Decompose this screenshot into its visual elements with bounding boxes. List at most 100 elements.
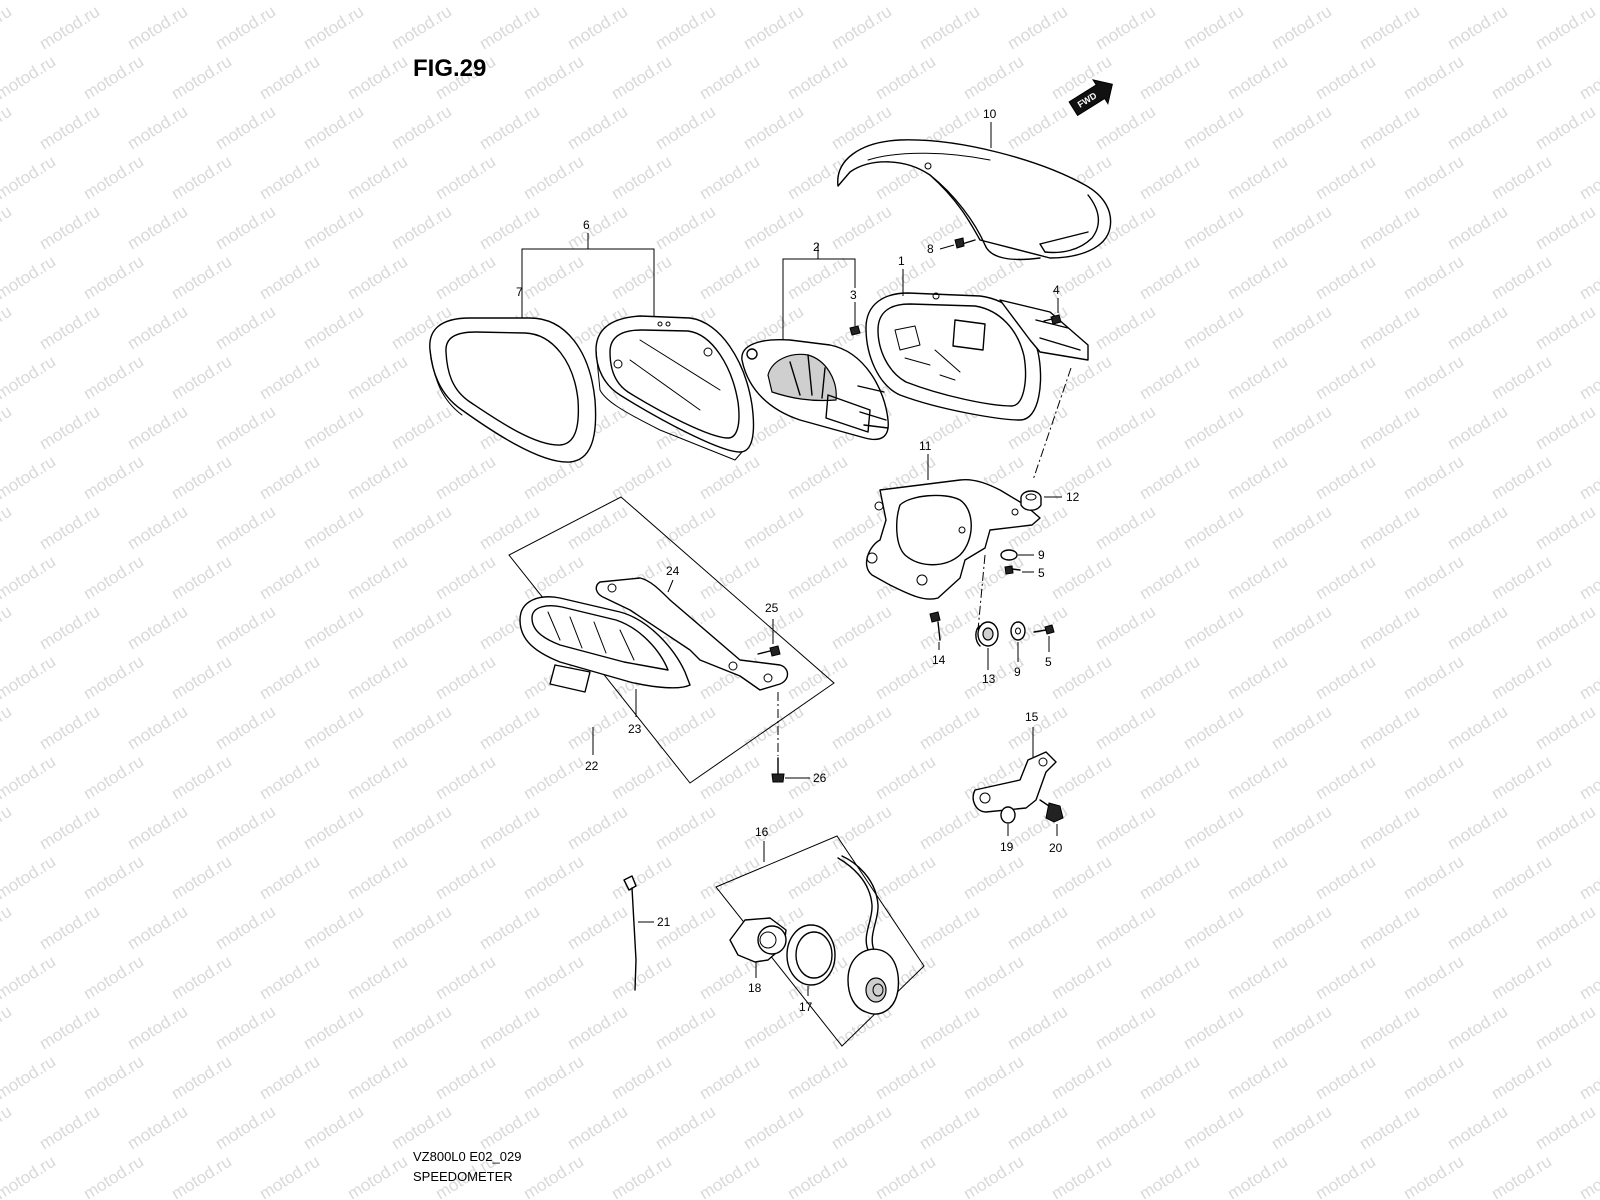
watermark-text: motod.ru bbox=[1400, 552, 1467, 604]
watermark-text: motod.ru bbox=[0, 1152, 59, 1200]
watermark-text: motod.ru bbox=[1400, 1152, 1467, 1200]
watermark-text: motod.ru bbox=[564, 1102, 631, 1154]
watermark-text: motod.ru bbox=[1312, 752, 1379, 804]
watermark-text: motod.ru bbox=[432, 652, 499, 704]
watermark-text: motod.ru bbox=[0, 2, 15, 54]
watermark-text: motod.ru bbox=[740, 502, 807, 554]
watermark-text: motod.ru bbox=[1400, 752, 1467, 804]
watermark-text: motod.ru bbox=[168, 552, 235, 604]
watermark-text: motod.ru bbox=[256, 752, 323, 804]
watermark-text: motod.ru bbox=[1444, 702, 1511, 754]
watermark-text: motod.ru bbox=[1048, 452, 1115, 504]
watermark-text: motod.ru bbox=[36, 902, 103, 954]
watermark-text: motod.ru bbox=[1488, 1052, 1555, 1104]
watermark-text: motod.ru bbox=[916, 802, 983, 854]
watermark-text: motod.ru bbox=[168, 52, 235, 104]
watermark-text: motod.ru bbox=[1268, 102, 1335, 154]
watermark-text: motod.ru bbox=[1180, 602, 1247, 654]
watermark-text: motod.ru bbox=[740, 802, 807, 854]
watermark-text: motod.ru bbox=[344, 652, 411, 704]
watermark-text: motod.ru bbox=[124, 202, 191, 254]
watermark-text: motod.ru bbox=[80, 352, 147, 404]
watermark-text: motod.ru bbox=[256, 652, 323, 704]
watermark-text: motod.ru bbox=[564, 102, 631, 154]
watermark-text: motod.ru bbox=[1136, 252, 1203, 304]
watermark-text: motod.ru bbox=[1136, 752, 1203, 804]
watermark-text: motod.ru bbox=[300, 802, 367, 854]
watermark-text: motod.ru bbox=[0, 702, 15, 754]
part-1-meter-housing bbox=[865, 292, 1089, 421]
callout-6: 6 bbox=[583, 218, 590, 232]
watermark-text: motod.ru bbox=[1180, 102, 1247, 154]
watermark-text: motod.ru bbox=[476, 502, 543, 554]
watermark-text: motod.ru bbox=[1004, 902, 1071, 954]
callout-4: 4 bbox=[1053, 283, 1060, 297]
part-16-speed-sensor bbox=[837, 855, 900, 1015]
fwd-arrow-icon: FWD bbox=[1068, 79, 1113, 117]
callout-17: 17 bbox=[799, 1000, 813, 1014]
watermark-text: motod.ru bbox=[1488, 452, 1555, 504]
watermark-text: motod.ru bbox=[476, 1102, 543, 1154]
watermark-text: motod.ru bbox=[1180, 1002, 1247, 1054]
watermark-text: motod.ru bbox=[1400, 252, 1467, 304]
watermark-text: motod.ru bbox=[1092, 402, 1159, 454]
watermark-text: motod.ru bbox=[476, 102, 543, 154]
watermark-text: motod.ru bbox=[0, 402, 15, 454]
watermark-text: motod.ru bbox=[1532, 602, 1599, 654]
watermark-text: motod.ru bbox=[1576, 0, 1600, 3]
watermark-text: motod.ru bbox=[1488, 752, 1555, 804]
watermark-text: motod.ru bbox=[1136, 552, 1203, 604]
watermark-text: motod.ru bbox=[1312, 352, 1379, 404]
callout-11: 11 bbox=[919, 439, 932, 453]
part-21-cable-tie bbox=[623, 875, 637, 991]
watermark-text: motod.ru bbox=[80, 252, 147, 304]
watermark-text: motod.ru bbox=[0, 1052, 59, 1104]
watermark-text: motod.ru bbox=[1180, 402, 1247, 454]
part-8-screw bbox=[954, 237, 976, 249]
watermark-text: motod.ru bbox=[916, 2, 983, 54]
watermark-text: motod.ru bbox=[168, 852, 235, 904]
watermark-text: motod.ru bbox=[1048, 1052, 1115, 1104]
watermark-text: motod.ru bbox=[80, 552, 147, 604]
watermark-text: motod.ru bbox=[1532, 502, 1599, 554]
watermark-text: motod.ru bbox=[1488, 152, 1555, 204]
watermark-text: motod.ru bbox=[1488, 1152, 1555, 1200]
watermark-text: motod.ru bbox=[1268, 2, 1335, 54]
watermark-text: motod.ru bbox=[828, 802, 895, 854]
watermark-text: motod.ru bbox=[916, 702, 983, 754]
watermark-text: motod.ru bbox=[344, 452, 411, 504]
watermark-text: motod.ru bbox=[1312, 152, 1379, 204]
watermark-text: motod.ru bbox=[1444, 2, 1511, 54]
watermark-text: motod.ru bbox=[696, 452, 763, 504]
watermark-text: motod.ru bbox=[80, 452, 147, 504]
watermark-text: motod.ru bbox=[476, 802, 543, 854]
watermark-text: motod.ru bbox=[388, 2, 455, 54]
watermark-text: motod.ru bbox=[1444, 502, 1511, 554]
part-6-meter-case bbox=[595, 315, 755, 461]
group-16-frame bbox=[715, 835, 925, 1047]
diagram-caption: SPEEDOMETER bbox=[413, 1169, 513, 1184]
watermark-text: motod.ru bbox=[124, 702, 191, 754]
watermark-text: motod.ru bbox=[1312, 1052, 1379, 1104]
watermark-text: motod.ru bbox=[828, 1102, 895, 1154]
watermark-text: motod.ru bbox=[1444, 302, 1511, 354]
watermark-text: motod.ru bbox=[652, 202, 719, 254]
watermark-text: motod.ru bbox=[740, 1002, 807, 1054]
watermark-text: motod.ru bbox=[0, 752, 59, 804]
watermark-text: motod.ru bbox=[1224, 752, 1291, 804]
watermark-text: motod.ru bbox=[212, 702, 279, 754]
watermark-text: motod.ru bbox=[300, 1102, 367, 1154]
watermark-text: motod.ru bbox=[36, 202, 103, 254]
watermark-text: motod.ru bbox=[300, 902, 367, 954]
watermark-text: motod.ru bbox=[0, 652, 59, 704]
watermark-text: motod.ru bbox=[1224, 252, 1291, 304]
watermark-text: motod.ru bbox=[564, 202, 631, 254]
watermark-text: motod.ru bbox=[1576, 152, 1600, 204]
watermark-text: motod.ru bbox=[80, 852, 147, 904]
callout-14: 14 bbox=[932, 653, 946, 667]
watermark-text: motod.ru bbox=[1224, 452, 1291, 504]
watermark-text: motod.ru bbox=[608, 852, 675, 904]
watermark-text: motod.ru bbox=[1400, 152, 1467, 204]
watermark-text: motod.ru bbox=[1004, 1102, 1071, 1154]
